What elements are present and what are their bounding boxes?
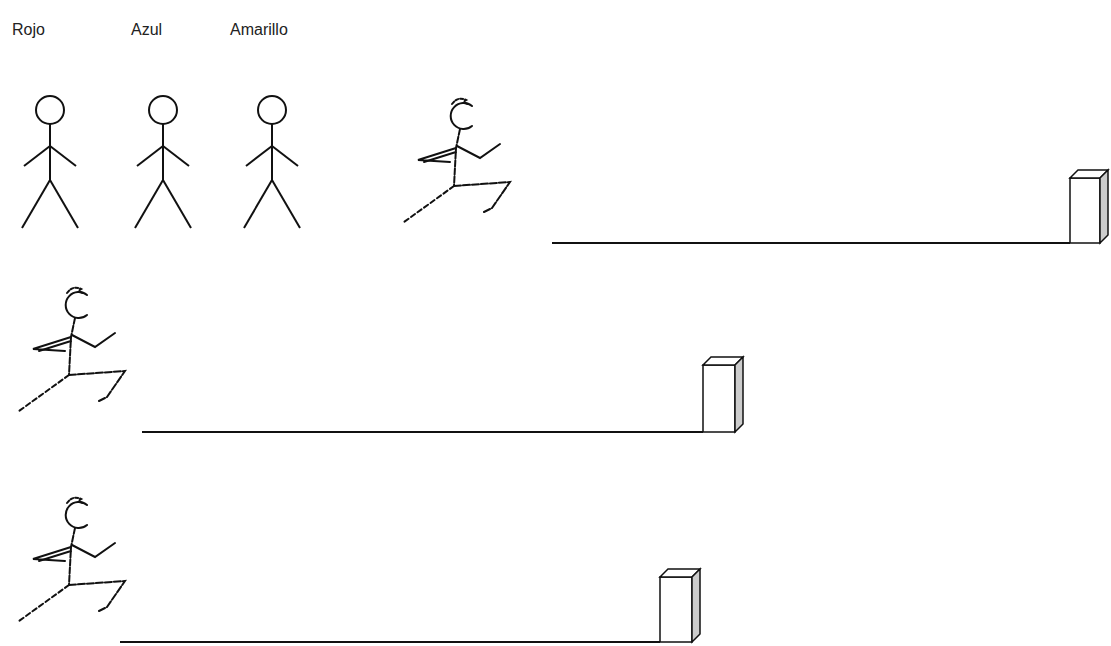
track-line (120, 641, 660, 643)
running-figure (19, 498, 125, 621)
track-line (552, 242, 1070, 244)
standing-figure (135, 96, 191, 228)
track-line (142, 431, 703, 433)
running-figure (19, 288, 125, 411)
running-figure (404, 99, 510, 222)
standing-figure (22, 96, 78, 228)
standing-figure (244, 96, 300, 228)
team-label: Rojo (12, 20, 45, 39)
box (703, 357, 743, 432)
box (1070, 170, 1108, 243)
box (660, 569, 700, 642)
team-label: Amarillo (230, 20, 288, 39)
team-label: Azul (131, 20, 162, 39)
